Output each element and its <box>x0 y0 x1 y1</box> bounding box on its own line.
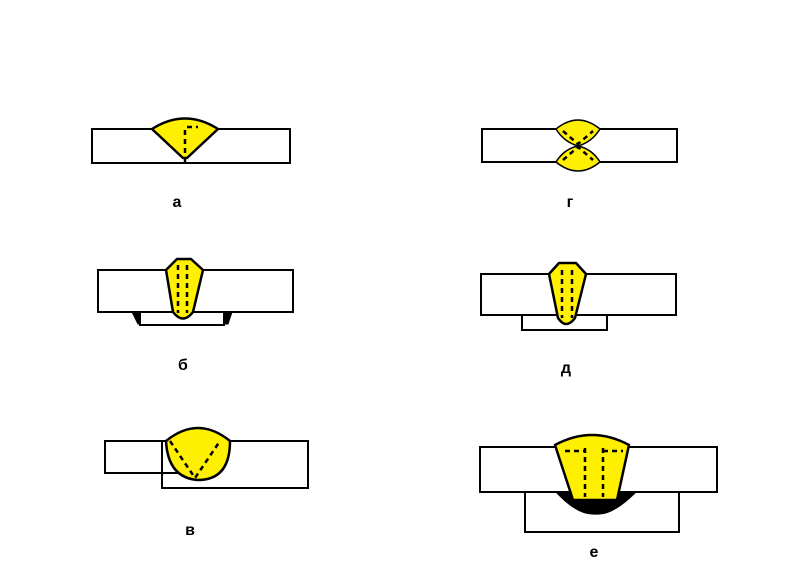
label-e: е <box>590 544 599 561</box>
weld-bead <box>164 257 205 320</box>
weld-bead-bottom <box>555 145 601 172</box>
weld-bead <box>547 261 588 326</box>
joint-e: е <box>479 433 718 561</box>
label-b: б <box>178 357 188 374</box>
joint-v: в <box>104 426 309 539</box>
joint-a: а <box>91 117 291 211</box>
label-g: г <box>567 194 574 211</box>
weld-bead <box>164 426 232 482</box>
label-v: в <box>185 522 195 539</box>
joint-d: д <box>480 261 677 377</box>
joint-g: г <box>481 119 678 211</box>
groove-dash <box>168 440 222 481</box>
weld-bead <box>553 433 631 502</box>
penetration-dash-top <box>562 130 594 146</box>
penetration-dash-bottom <box>562 145 594 161</box>
label-a: а <box>173 194 182 211</box>
weld-bead <box>150 117 220 160</box>
joint-b: б <box>97 257 294 374</box>
label-d: д <box>561 360 571 377</box>
weld-bead-top <box>555 119 601 147</box>
